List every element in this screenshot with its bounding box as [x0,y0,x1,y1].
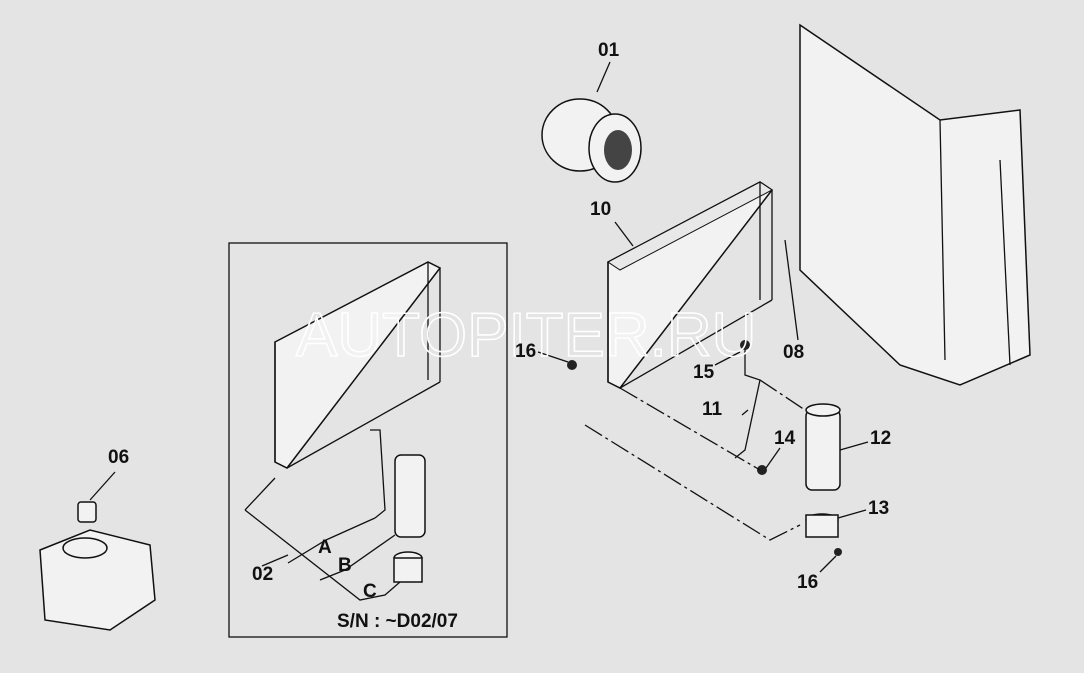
callout-02: 02 [252,564,273,585]
callout-C: C [363,581,377,602]
callout-13: 13 [868,498,889,519]
callout-11: 11 [702,399,723,420]
callout-B: B [338,555,352,576]
callout-A: A [318,537,332,558]
callout-01: 01 [598,40,620,61]
callout-16: 16 [515,341,536,362]
callout-06: 06 [108,447,129,468]
panel-part [799,23,1031,386]
callout-10: 10 [590,199,611,220]
mount-part [39,501,156,631]
callout-14: 14 [774,428,796,449]
inset-receiver-part [394,454,426,538]
inset-frame [228,242,508,638]
callout-12: 12 [870,428,891,449]
serial-note: S/N : ~D02/07 [337,611,458,632]
compressor-part [541,98,642,183]
watermark: AUTOPITER.RU [296,301,756,370]
receiver-drier-part [805,403,841,491]
inset-condenser-part [274,261,442,469]
inset-bracket-part [393,551,423,583]
callout-08: 08 [783,342,804,363]
callout-15: 15 [693,362,715,383]
condenser-part [607,181,774,389]
callout-16-lower: 16 [797,572,818,593]
bracket-part [805,513,839,538]
